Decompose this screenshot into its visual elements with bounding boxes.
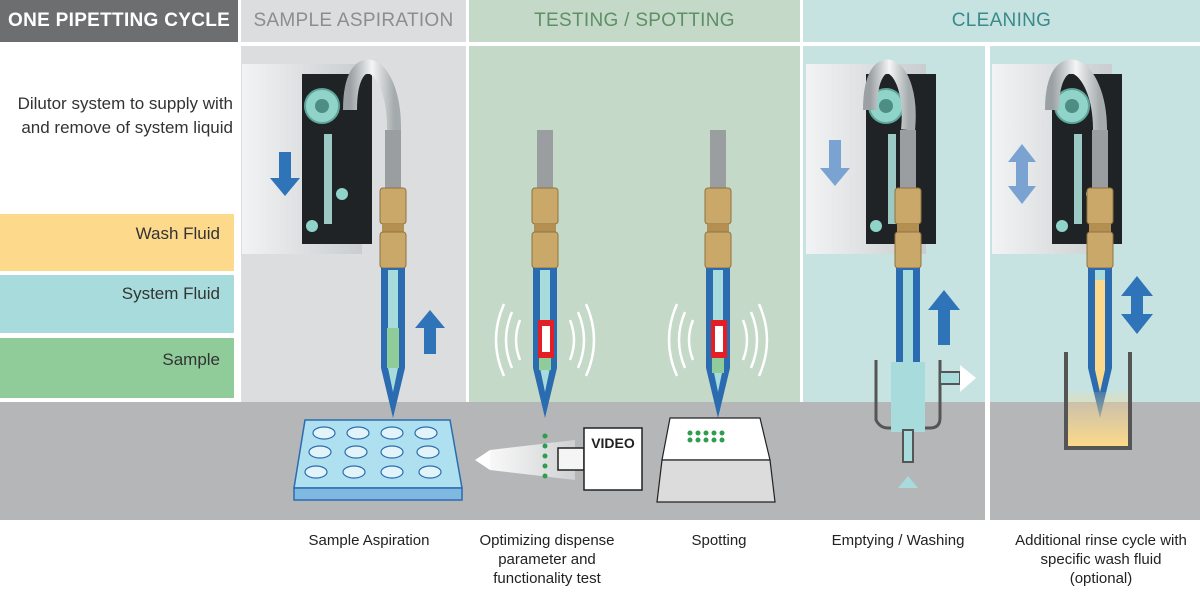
title-bar: ONE PIPETTING CYCLE	[0, 0, 238, 42]
phase-header-aspiration: SAMPLE ASPIRATION	[241, 0, 466, 42]
legend-system-swatch: System Fluid	[0, 275, 234, 333]
well-plate	[293, 419, 463, 501]
phase-label: CLEANING	[951, 10, 1052, 31]
double-arrow-icon	[1008, 144, 1036, 204]
arrow-icon	[820, 140, 850, 186]
double-arrow-icon	[1121, 276, 1153, 334]
phase-header-cleaning: CLEANING	[803, 0, 1200, 42]
arrow-icon	[270, 152, 960, 354]
tubing	[863, 59, 916, 131]
legend-sample-swatch: Sample	[0, 338, 234, 398]
video-camera: VIDEO	[557, 427, 643, 491]
vibration-arcs	[494, 303, 769, 377]
legend-system-label: System Fluid	[121, 284, 220, 303]
legend: Dilutor system to supply with and remove…	[0, 46, 236, 402]
cycle-title: ONE PIPETTING CYCLE	[8, 10, 231, 31]
legend-wash-swatch: Wash Fluid	[0, 214, 234, 271]
dispensed-droplets	[542, 433, 548, 479]
caption-emptying: Emptying / Washing	[831, 532, 965, 549]
legend-sample-label: Sample	[162, 350, 220, 369]
caption-optimizing: Optimizing dispense parameter and functi…	[479, 532, 615, 587]
caption-spotting: Spotting	[691, 532, 747, 549]
legend-wash-label: Wash Fluid	[135, 224, 220, 243]
caption-aspiration: Sample Aspiration	[308, 532, 430, 549]
camera-beam	[490, 440, 575, 480]
rinse-container	[1064, 352, 1132, 450]
phase-label: SAMPLE ASPIRATION	[253, 10, 454, 31]
legend-dilutor: Dilutor system to supply with and remove…	[17, 94, 233, 137]
phase-header-testing: TESTING / SPOTTING	[469, 0, 800, 42]
wash-station	[874, 360, 976, 488]
phase-label: TESTING / SPOTTING	[534, 10, 735, 31]
tubing	[343, 59, 402, 131]
video-label: VIDEO	[591, 435, 635, 451]
tubing	[1045, 59, 1107, 131]
caption-rinse: Additional rinse cycle with specific was…	[1015, 532, 1187, 587]
pipetting-illustration: VIDEO	[0, 46, 1200, 520]
spotting-target	[656, 417, 776, 503]
